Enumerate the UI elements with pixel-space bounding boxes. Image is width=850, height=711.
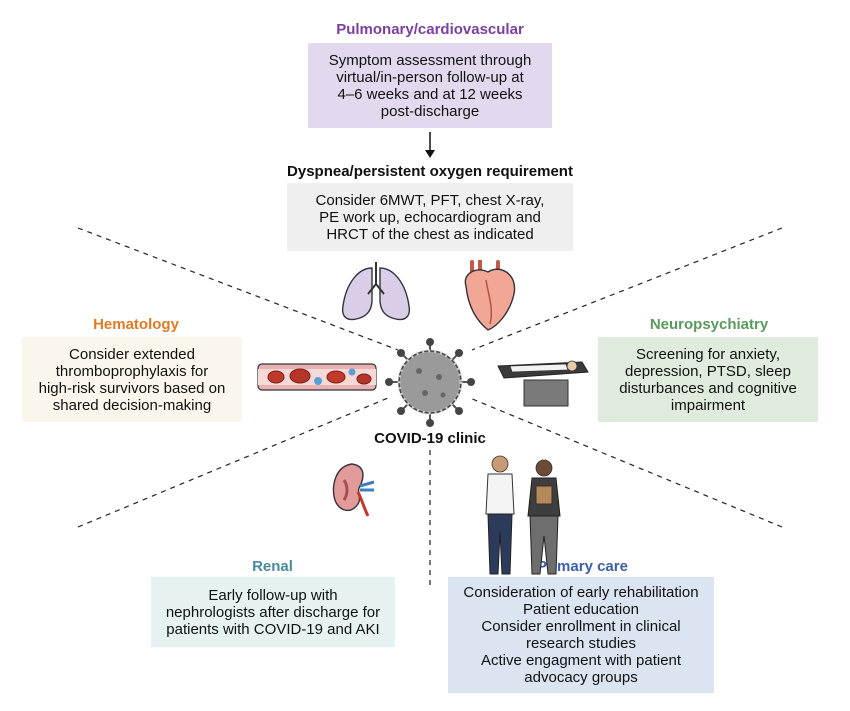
neuro-box: Screening for anxiety, depression, PTSD,… [598, 337, 818, 422]
neuro-title: Neuropsychiatry [649, 316, 769, 333]
renal-line: patients with COVID-19 and AKI [166, 620, 380, 638]
heart-icon [464, 260, 516, 331]
renal-line: nephrologists after discharge for [165, 603, 381, 621]
hematology-line: shared decision-making [52, 396, 212, 414]
neuro-line: depression, PTSD, sleep [625, 362, 791, 380]
pulmonary-line: Symptom assessment through [328, 51, 532, 69]
pulmonary-title: Pulmonary/cardiovascular [336, 21, 524, 38]
primary-box: Consideration of early rehabilitation Pa… [448, 577, 714, 693]
hematology-line: Consider extended [69, 345, 195, 363]
blood-vessel-icon [257, 363, 377, 391]
covid-clinic-title: COVID-19 clinic [374, 430, 486, 447]
renal-box: Early follow-up with nephrologists after… [151, 577, 395, 647]
primary-line: Consider enrollment in clinical [481, 618, 681, 635]
primary-line: Active engagment with patient [480, 652, 682, 669]
arrow-down-icon [425, 132, 435, 158]
primary-line: advocacy groups [524, 669, 638, 686]
divider-upper-left [77, 227, 399, 351]
dyspnea-box: Consider 6MWT, PFT, chest X-ray, PE work… [287, 183, 573, 251]
neuro-line: Screening for anxiety, [636, 345, 780, 363]
lungs-icon [341, 262, 411, 321]
primary-line: research studies [525, 635, 637, 652]
neuro-line: disturbances and cognitive [619, 379, 797, 397]
doctors-icon [485, 455, 561, 575]
primary-line: Consideration of early rehabilitation [463, 584, 699, 601]
primary-title: Primary care [537, 558, 628, 575]
coronavirus-icon [385, 338, 475, 427]
neuro-line: impairment [670, 396, 746, 414]
dyspnea-line: HRCT of the chest as indicated [326, 225, 534, 243]
pulmonary-line: post-discharge [380, 102, 480, 120]
primary-line: Patient education [523, 601, 639, 618]
mri-scanner-icon [497, 360, 589, 407]
dyspnea-line: Consider 6MWT, PFT, chest X-ray, [315, 191, 545, 209]
dyspnea-line: PE work up, echocardiogram and [319, 208, 541, 226]
divider-lower-right [469, 397, 783, 528]
pulmonary-box: Symptom assessment through virtual/in-pe… [308, 43, 552, 128]
hematology-line: thromboprophylaxis for [55, 362, 209, 380]
hematology-title: Hematology [93, 316, 179, 333]
hematology-line: high-risk survivors based on [38, 379, 226, 397]
renal-title: Renal [252, 558, 293, 575]
pulmonary-line: virtual/in-person follow-up at [336, 68, 524, 86]
dyspnea-title: Dyspnea/persistent oxygen requirement [287, 163, 573, 180]
renal-line: Early follow-up with [208, 586, 338, 604]
pulmonary-line: 4–6 weeks and at 12 weeks [337, 85, 523, 103]
kidney-icon [332, 463, 375, 517]
hematology-box: Consider extended thromboprophylaxis for… [22, 337, 242, 422]
